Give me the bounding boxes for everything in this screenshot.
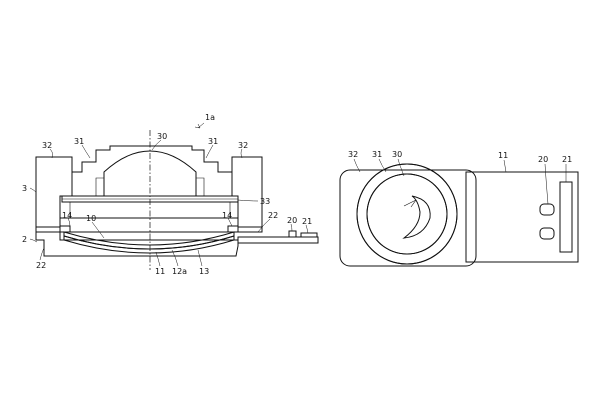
- component-20-pad-bottom: [539, 227, 555, 240]
- label-assembly: 1a: [205, 113, 215, 122]
- curved-sensor-lower: [63, 235, 235, 254]
- label-32-plan: 32: [348, 150, 358, 159]
- base-substrate: [35, 231, 239, 257]
- label-31-plan: 31: [372, 150, 382, 159]
- label-20-plan: 20: [538, 155, 548, 164]
- label-21-left: 21: [302, 217, 312, 226]
- label-3: 3: [22, 184, 27, 193]
- component-20: [288, 230, 297, 238]
- label-30: 30: [157, 132, 167, 141]
- component-21: [300, 232, 318, 238]
- lens-holder: [71, 145, 233, 197]
- label-11-left: 11: [155, 267, 165, 276]
- lens-arrow: [403, 199, 417, 208]
- housing-32-plan: [339, 169, 477, 267]
- left-view-cross-section: 1a 32 31 30 31 32 3 33 22 14 10 14 20 21…: [22, 113, 319, 276]
- spacer-left: [59, 225, 71, 233]
- flex-cable: [237, 236, 319, 244]
- spacer-right: [227, 225, 239, 233]
- image-cavity: [69, 202, 231, 218]
- component-20-pad-top: [539, 203, 555, 216]
- label-13: 13: [199, 267, 209, 276]
- label-10: 10: [86, 214, 96, 223]
- label-32-left: 32: [42, 141, 52, 150]
- holder-31-ring: [356, 163, 458, 265]
- label-21-plan: 21: [562, 155, 572, 164]
- label-22-upper: 22: [268, 211, 278, 220]
- right-leaders: [353, 158, 567, 205]
- right-view-plan: 32 31 30 11 20 21: [339, 150, 579, 267]
- label-14-right: 14: [222, 211, 232, 220]
- label-30-plan: 30: [392, 150, 402, 159]
- label-33: 33: [260, 197, 270, 206]
- holder-31-ring-inner: [356, 163, 458, 265]
- left-leaders: [29, 122, 309, 267]
- lens-30-hatch: [366, 173, 448, 255]
- label-20-left: 20: [287, 216, 297, 225]
- label-31-right: 31: [208, 137, 218, 146]
- label-14-left: 14: [62, 211, 72, 220]
- label-11-plan: 11: [498, 151, 508, 160]
- lens-barrel-step: [95, 177, 205, 196]
- lens: [103, 150, 197, 197]
- label-22-lower: 22: [36, 261, 46, 270]
- label-32-right: 32: [238, 141, 248, 150]
- label-12a: 12a: [172, 267, 187, 276]
- lens-highlight: [402, 195, 431, 239]
- label-2: 2: [22, 235, 27, 244]
- housing-right-wall: [231, 156, 263, 228]
- component-21-plan: [559, 181, 573, 253]
- substrate-11: [465, 171, 579, 263]
- label-31-left: 31: [74, 137, 84, 146]
